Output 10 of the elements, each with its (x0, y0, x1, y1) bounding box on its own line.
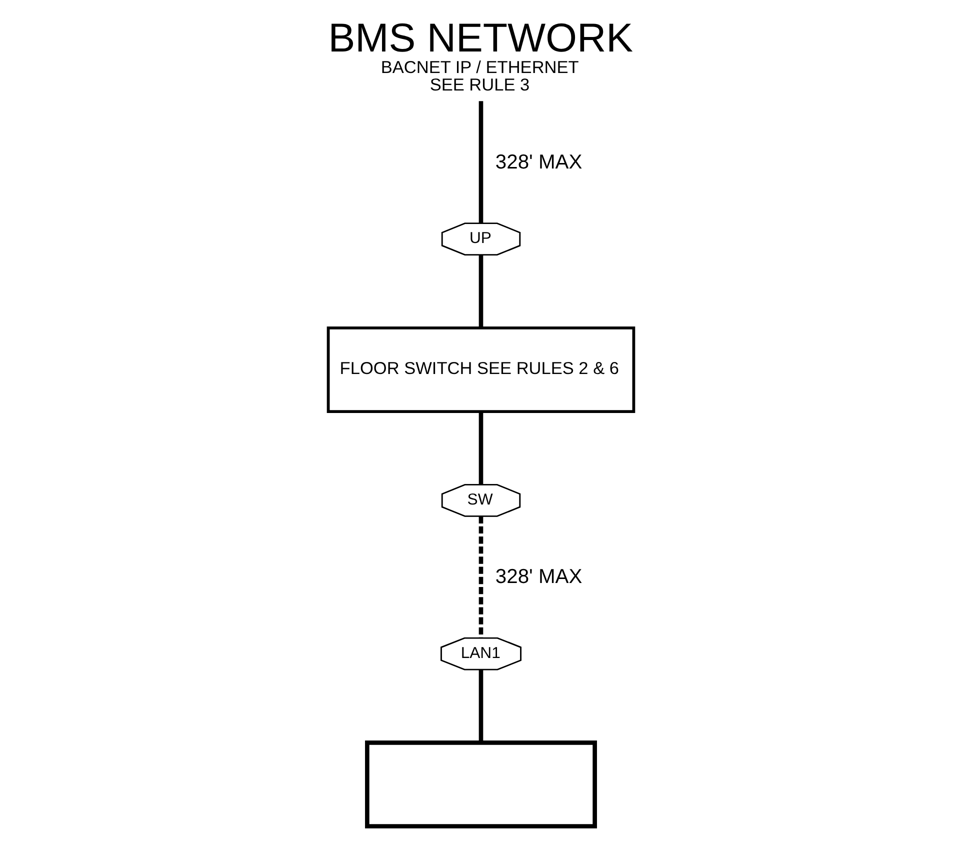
connector (478, 101, 484, 224)
connector (478, 254, 484, 328)
node-text: BMS NETWORK BACNET IP / ETHERNET SEE RULE 3 (328, 14, 634, 95)
node-box (365, 740, 597, 828)
node-box: FLOOR SWITCH SEE RULES 2 & 6 (326, 326, 636, 413)
edge-label: 328' MAX (495, 151, 582, 174)
connector (478, 669, 484, 743)
connector (478, 516, 484, 638)
connector (478, 412, 484, 484)
edge-label: 328' MAX (495, 566, 582, 588)
